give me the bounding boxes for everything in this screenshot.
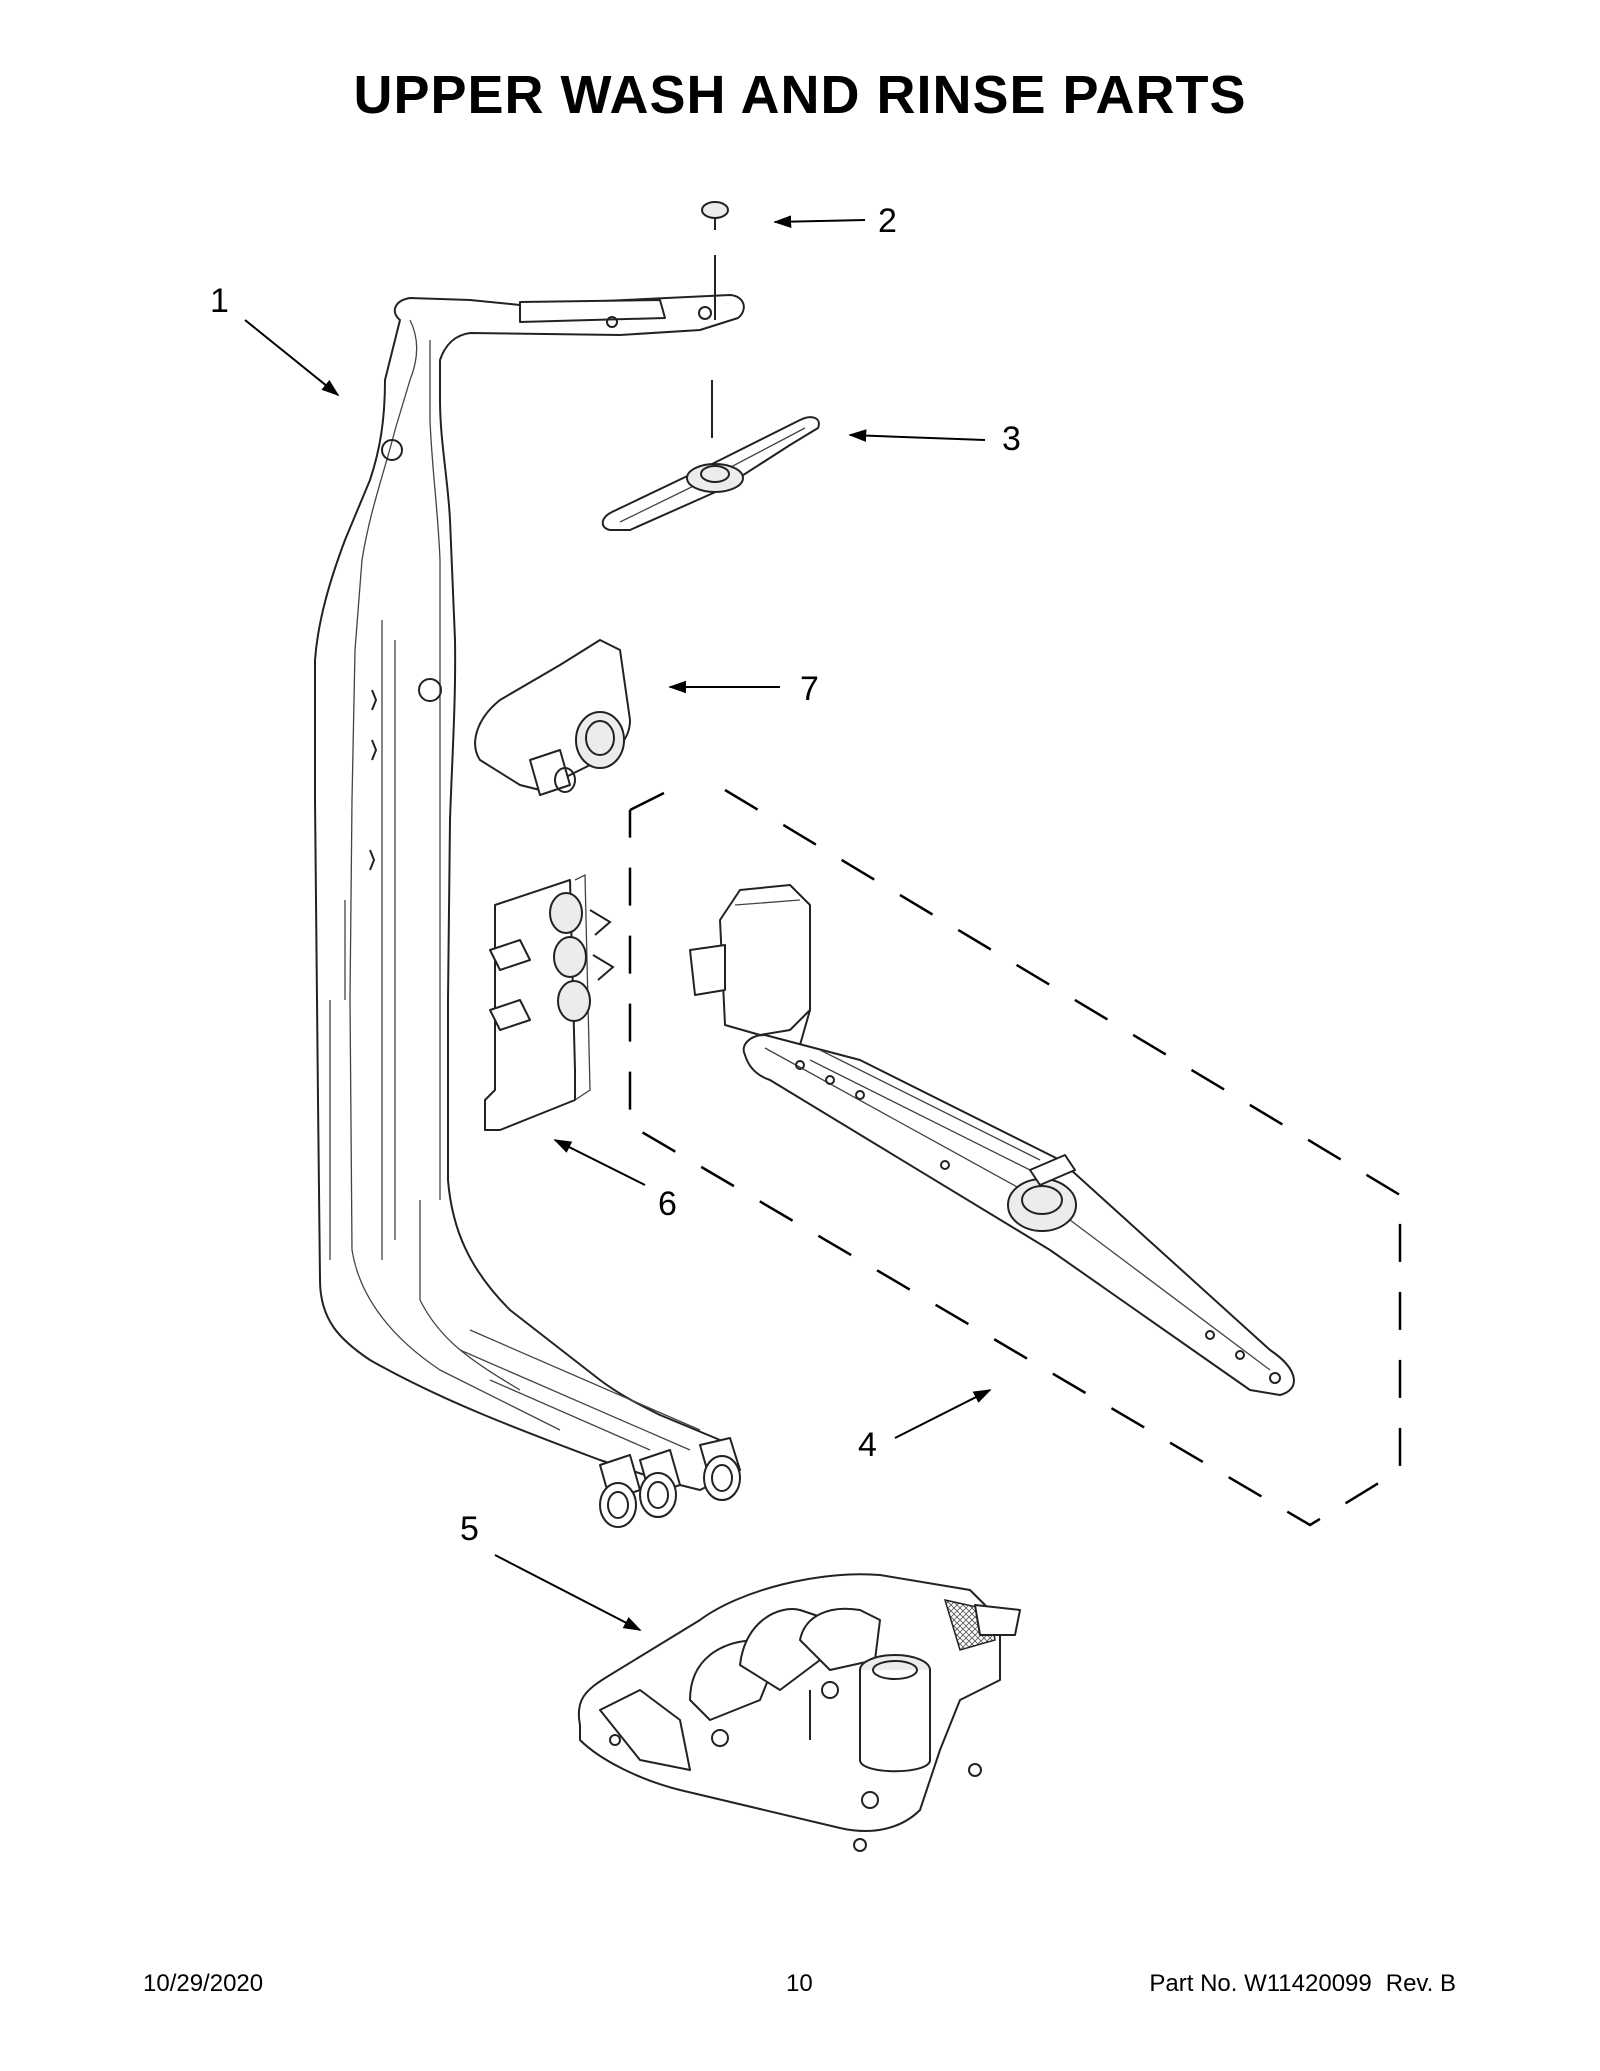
callout-3: 3 [1002, 420, 1021, 458]
callouts: 1 2 3 4 5 6 7 [210, 202, 1021, 1548]
callout-2: 2 [878, 202, 897, 240]
leader-arrow-5 [494, 1554, 642, 1631]
leader-arrow-2 [773, 215, 866, 228]
leader-arrows [244, 215, 992, 1631]
revision-text: Rev. B [1385, 1970, 1456, 1997]
part-2-cap [701, 201, 729, 320]
part-1-supply-tube [314, 294, 745, 1528]
part-5-base-manifold [577, 1573, 1021, 1852]
callout-4: 4 [858, 1426, 877, 1464]
leader-arrow-3 [848, 429, 986, 442]
callout-5: 5 [460, 1510, 479, 1548]
leader-arrow-6 [553, 1139, 646, 1186]
footer-part-number: Part No. W11420099 Rev. B [1135, 1970, 1456, 1998]
part-4-lower-spray-arm [628, 783, 1402, 1527]
part-7-valve [474, 639, 631, 796]
leader-arrow-4 [894, 1389, 992, 1439]
callout-6: 6 [658, 1185, 677, 1223]
part-number-text: Part No. W11420099 [1149, 1970, 1372, 1997]
leader-arrow-1 [244, 319, 340, 397]
part-6-diverter [484, 873, 615, 1131]
callout-7: 7 [800, 670, 819, 708]
footer-date: 10/29/2020 [143, 1970, 264, 1997]
page-title: UPPER WASH AND RINSE PARTS [353, 65, 1247, 125]
part-3-upper-spray-arm [601, 380, 820, 531]
footer-page-number: 10 [786, 1970, 813, 1997]
callout-1: 1 [210, 282, 229, 320]
